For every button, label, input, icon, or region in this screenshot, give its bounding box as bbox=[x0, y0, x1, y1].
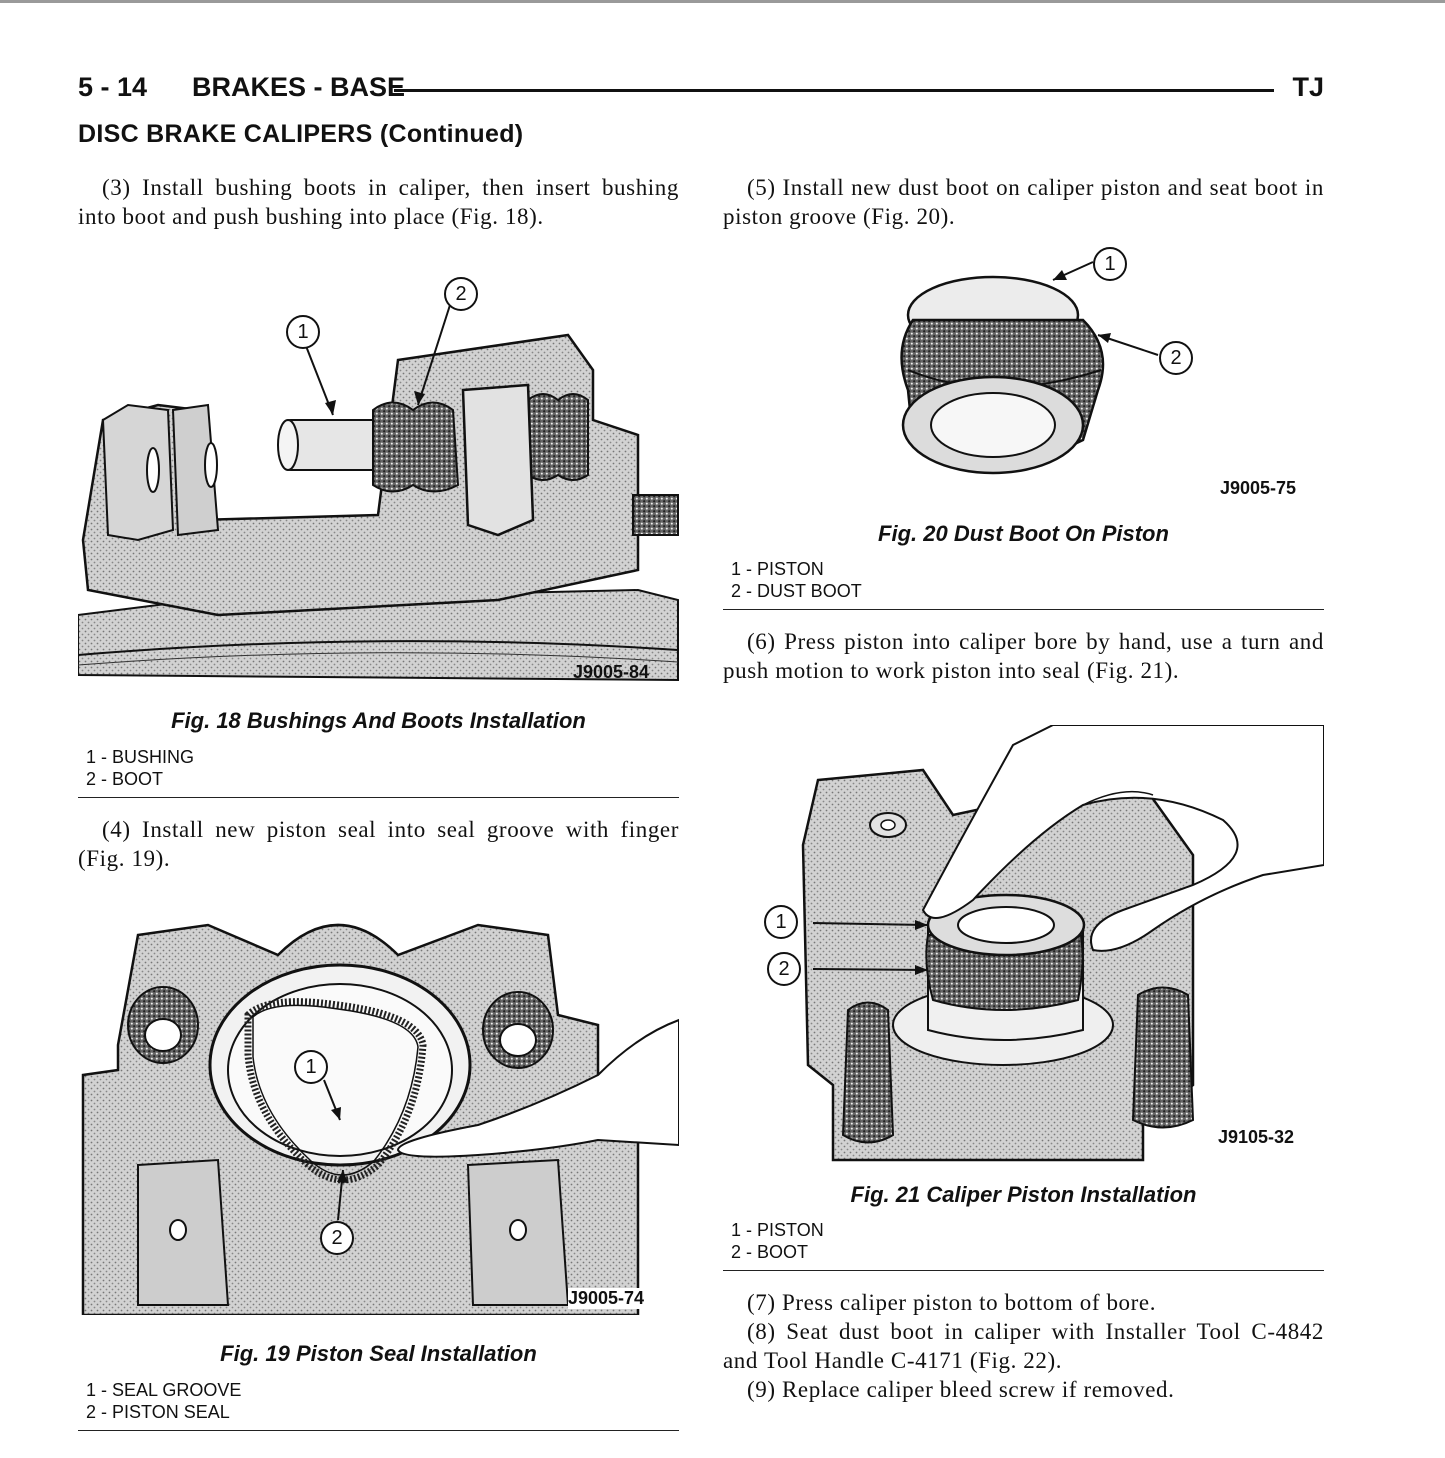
fig18-code: J9005-84 bbox=[573, 662, 650, 682]
fig20-caption: Fig. 20 Dust Boot On Piston bbox=[878, 521, 1169, 546]
fig21-illustration: 1 2 J9105-32 bbox=[723, 725, 1324, 1165]
step-7-text: (7) Press caliper piston to bottom of bo… bbox=[747, 1290, 1157, 1315]
page-number: 5 - 14 bbox=[78, 72, 148, 102]
step-4-text: (4) Install new piston seal into seal gr… bbox=[78, 817, 679, 871]
fig21-callout-1: 1 bbox=[764, 905, 798, 939]
fig21-legend: 1 - PISTON 2 - BOOT bbox=[731, 1219, 824, 1263]
fig19-drawing bbox=[81, 923, 679, 1315]
fig21-caption: Fig. 21 Caliper Piston Installation bbox=[850, 1182, 1197, 1207]
fig18-callout-1: 1 bbox=[286, 315, 320, 349]
fig20-drawing bbox=[900, 261, 1159, 475]
fig20-legend-item: 1 - PISTON bbox=[731, 559, 824, 579]
fig18-drawing bbox=[78, 304, 679, 682]
fig20-illustration: 1 2 J9005-75 bbox=[723, 240, 1324, 510]
fig19-legend: 1 - SEAL GROOVE 2 - PISTON SEAL bbox=[86, 1379, 241, 1423]
section-title: DISC BRAKE CALIPERS (Continued) bbox=[78, 120, 524, 148]
fig18-illustration: 1 2 J9005-84 bbox=[78, 270, 679, 690]
fig19-illustration: 1 2 J9005-74 bbox=[78, 895, 679, 1315]
fig20-callout-1: 1 bbox=[1093, 247, 1127, 281]
fig18-callout-2: 2 bbox=[444, 277, 478, 311]
step-9-text: (9) Replace caliper bleed screw if remov… bbox=[747, 1377, 1175, 1402]
fig19-caption: Fig. 19 Piston Seal Installation bbox=[220, 1341, 537, 1366]
running-header: 5 - 14 BRAKES - BASE TJ bbox=[78, 70, 1324, 108]
step-6-text: (6) Press piston into caliper bore by ha… bbox=[723, 629, 1324, 683]
fig19-divider bbox=[78, 1430, 679, 1431]
fig21-divider bbox=[723, 1270, 1324, 1271]
fig20-callout-2: 2 bbox=[1159, 341, 1193, 375]
step-3-text: (3) Install bushing boots in caliper, th… bbox=[78, 175, 679, 229]
fig19-code: J9005-74 bbox=[568, 1288, 645, 1309]
fig19-legend-item: 1 - SEAL GROOVE bbox=[86, 1380, 242, 1400]
fig19-legend-item: 2 - PISTON SEAL bbox=[86, 1402, 230, 1422]
fig21-callout-2: 2 bbox=[767, 952, 801, 986]
step-8-text: (8) Seat dust boot in caliper with Insta… bbox=[723, 1319, 1324, 1373]
fig19-callout-2: 2 bbox=[320, 1221, 354, 1255]
fig20-legend-item: 2 - DUST BOOT bbox=[731, 581, 862, 601]
fig20-legend: 1 - PISTON 2 - DUST BOOT bbox=[731, 558, 862, 602]
fig18-legend: 1 - BUSHING 2 - BOOT bbox=[86, 746, 194, 790]
fig18-caption: Fig. 18 Bushings And Boots Installation bbox=[171, 708, 586, 733]
fig18-legend-item: 1 - BUSHING bbox=[86, 747, 195, 767]
fig21-code: J9105-32 bbox=[1218, 1127, 1295, 1147]
fig20-divider bbox=[723, 609, 1324, 610]
top-border bbox=[0, 0, 1445, 3]
header-rule bbox=[394, 89, 1274, 92]
step-5-text: (5) Install new dust boot on caliper pis… bbox=[723, 175, 1324, 229]
fig20-code: J9005-75 bbox=[1220, 478, 1297, 498]
fig21-legend-item: 2 - BOOT bbox=[731, 1242, 809, 1262]
fig18-divider bbox=[78, 797, 679, 798]
fig21-drawing bbox=[801, 725, 1324, 1162]
fig19-callout-1: 1 bbox=[294, 1050, 328, 1084]
fig21-legend-item: 1 - PISTON bbox=[731, 1220, 824, 1240]
vehicle-model: TJ bbox=[1292, 72, 1324, 102]
fig18-legend-item: 2 - BOOT bbox=[86, 769, 164, 789]
section-name: BRAKES - BASE bbox=[192, 72, 406, 102]
